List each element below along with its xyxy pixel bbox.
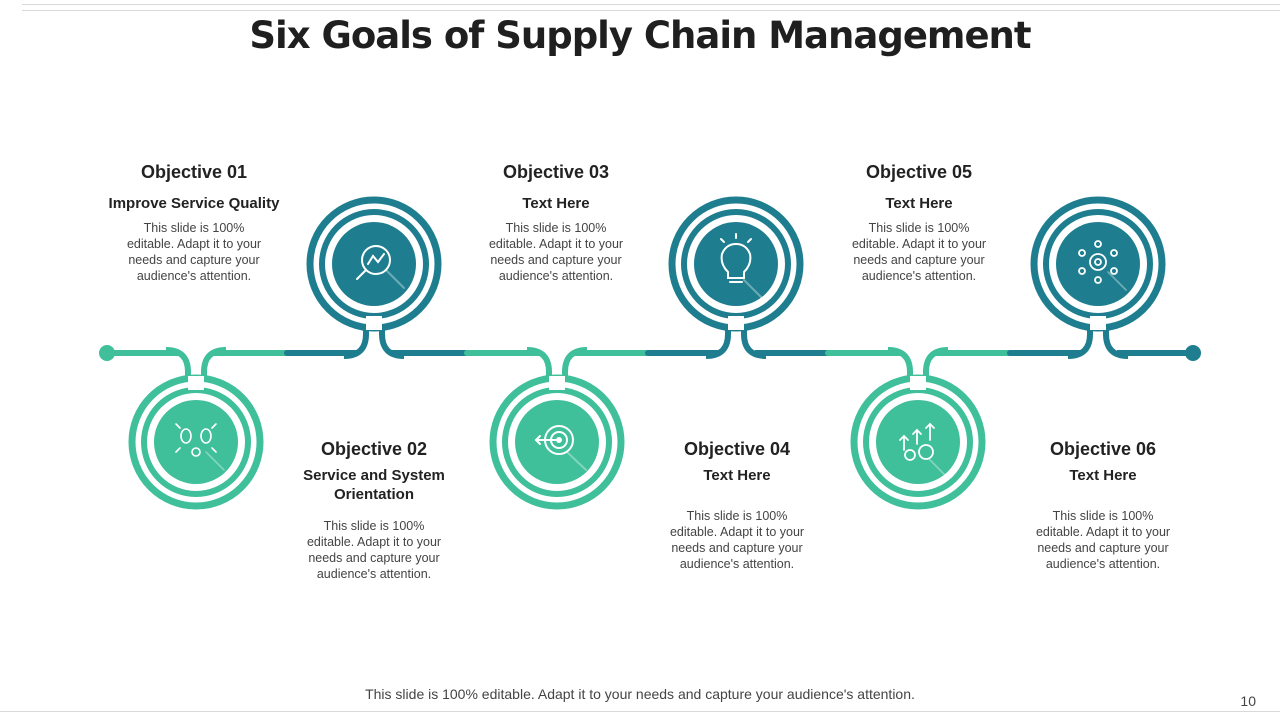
network-people-icon xyxy=(175,423,225,471)
objective-05-title: Objective 05 xyxy=(865,162,973,182)
objective-01-description: This slide is 100% editable. Adapt it to… xyxy=(126,221,262,283)
node-objective-01 xyxy=(306,196,442,359)
objective-01-subtitle: Improve Service Quality xyxy=(108,195,280,212)
footer-note: This slide is 100% editable. Adapt it to… xyxy=(365,686,915,702)
objective-01-block: Objective 01 Improve Service Quality Thi… xyxy=(84,162,304,284)
lightbulb-icon xyxy=(720,233,763,299)
objective-03-block: Objective 03 Text Here This slide is 100… xyxy=(446,162,666,284)
objective-06-block: Objective 06 Text Here This slide is 100… xyxy=(993,439,1213,572)
node-objective-02 xyxy=(128,347,264,510)
objective-02-title: Objective 02 xyxy=(320,439,428,459)
node-objective-05 xyxy=(1030,196,1166,359)
objective-06-description: This slide is 100% editable. Adapt it to… xyxy=(1035,509,1171,571)
objective-04-block: Objective 04 Text Here This slide is 100… xyxy=(627,439,847,572)
objective-06-title: Objective 06 xyxy=(1049,439,1157,459)
top-rule-2 xyxy=(22,10,1280,11)
objective-02-subtitle: Service and System Orientation xyxy=(303,467,445,503)
growth-gears-icon xyxy=(899,422,949,479)
objective-05-description: This slide is 100% editable. Adapt it to… xyxy=(851,221,987,283)
node-objective-06 xyxy=(850,347,986,510)
target-arrow-icon xyxy=(534,425,587,471)
page-number: 10 xyxy=(1240,693,1256,709)
gear-network-icon xyxy=(1078,240,1127,291)
objective-03-title: Objective 03 xyxy=(502,162,610,182)
node-objective-03 xyxy=(668,196,804,359)
objective-04-description: This slide is 100% editable. Adapt it to… xyxy=(669,509,805,571)
top-rule xyxy=(22,4,1280,5)
objective-02-block: Objective 02 Service and System Orientat… xyxy=(264,439,484,582)
node-objective-04 xyxy=(489,347,625,510)
objective-01-title: Objective 01 xyxy=(140,162,248,182)
timeline-start-dot xyxy=(99,345,115,361)
objective-04-subtitle: Text Here xyxy=(703,467,771,484)
objective-05-block: Objective 05 Text Here This slide is 100… xyxy=(809,162,1029,284)
objective-03-subtitle: Text Here xyxy=(522,195,590,212)
magnifier-chart-icon xyxy=(356,245,405,289)
objective-06-subtitle: Text Here xyxy=(1069,467,1137,484)
slide-title: Six Goals of Supply Chain Management xyxy=(249,14,1031,57)
objective-03-description: This slide is 100% editable. Adapt it to… xyxy=(488,221,624,283)
objective-02-description: This slide is 100% editable. Adapt it to… xyxy=(306,519,442,581)
bottom-rule xyxy=(0,711,1280,712)
objective-05-subtitle: Text Here xyxy=(885,195,953,212)
timeline-end-dot xyxy=(1185,345,1201,361)
objective-04-title: Objective 04 xyxy=(683,439,791,459)
